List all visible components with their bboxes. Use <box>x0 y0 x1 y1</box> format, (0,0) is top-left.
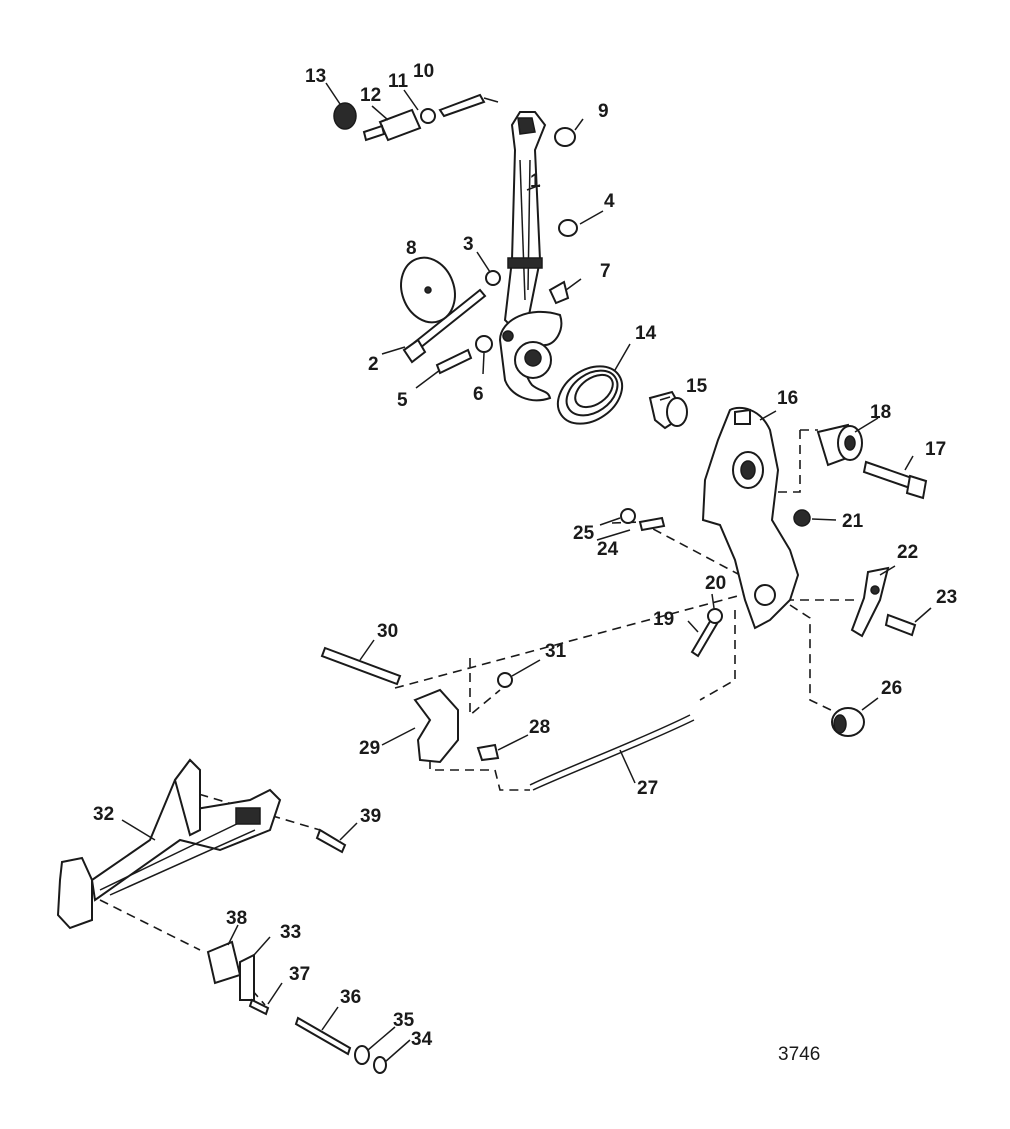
callout-30: 30 <box>377 621 398 642</box>
callout-18: 18 <box>870 402 891 423</box>
callout-7: 7 <box>600 261 611 282</box>
callout-11: 11 <box>388 71 409 92</box>
callout-21: 21 <box>842 511 864 532</box>
callout-15: 15 <box>686 376 708 397</box>
callout-9: 9 <box>598 101 609 122</box>
callout-14: 14 <box>635 323 657 344</box>
callout-29: 29 <box>359 738 380 759</box>
cam-plate <box>498 310 563 402</box>
callout-38: 38 <box>226 908 247 929</box>
callout-35: 35 <box>393 1010 415 1031</box>
reference-number: 3746 <box>778 1044 820 1065</box>
callout-10: 10 <box>413 61 434 82</box>
small-parts <box>206 93 917 1074</box>
callout-27: 27 <box>637 778 658 799</box>
callout-31: 31 <box>545 641 567 662</box>
throttle-arm-part-1 <box>503 111 547 332</box>
callout-28: 28 <box>529 717 550 738</box>
bolt-part-2 <box>402 288 487 364</box>
callout-4: 4 <box>604 191 615 212</box>
callout-19: 19 <box>653 609 674 630</box>
bushing-part-18 <box>816 423 863 467</box>
callout-23: 23 <box>936 587 957 608</box>
leader-lines <box>121 82 932 1063</box>
callout-33: 33 <box>280 922 301 943</box>
callout-8: 8 <box>406 238 417 259</box>
callout-25: 25 <box>573 523 595 544</box>
callout-17: 17 <box>925 439 946 460</box>
callout-5: 5 <box>397 390 408 411</box>
callout-24: 24 <box>597 539 619 560</box>
callout-39: 39 <box>360 806 381 827</box>
callout-3: 3 <box>463 234 474 255</box>
callout-20: 20 <box>705 573 726 594</box>
callout-12: 12 <box>360 85 381 106</box>
callout-34: 34 <box>411 1029 433 1050</box>
callout-13: 13 <box>305 66 326 87</box>
assembly-lines <box>99 429 855 1006</box>
callout-2: 2 <box>368 354 379 375</box>
bushing-part-15 <box>648 390 688 430</box>
callout-6: 6 <box>473 384 484 405</box>
washer-part-8 <box>400 256 456 324</box>
spring-part-14 <box>556 365 624 425</box>
bolt-part-17 <box>862 460 928 500</box>
callout-22: 22 <box>897 542 918 563</box>
callout-16: 16 <box>777 388 798 409</box>
callout-32: 32 <box>93 804 114 825</box>
callout-37: 37 <box>289 964 310 985</box>
callout-labels: 1 2 3 4 5 6 7 8 9 10 11 12 13 14 15 16 1… <box>93 61 957 1050</box>
callout-1: 1 <box>530 171 541 192</box>
base-bracket-part-32 <box>56 758 282 930</box>
bracket-part-16 <box>701 406 800 630</box>
callout-36: 36 <box>340 987 361 1008</box>
callout-26: 26 <box>881 678 902 699</box>
